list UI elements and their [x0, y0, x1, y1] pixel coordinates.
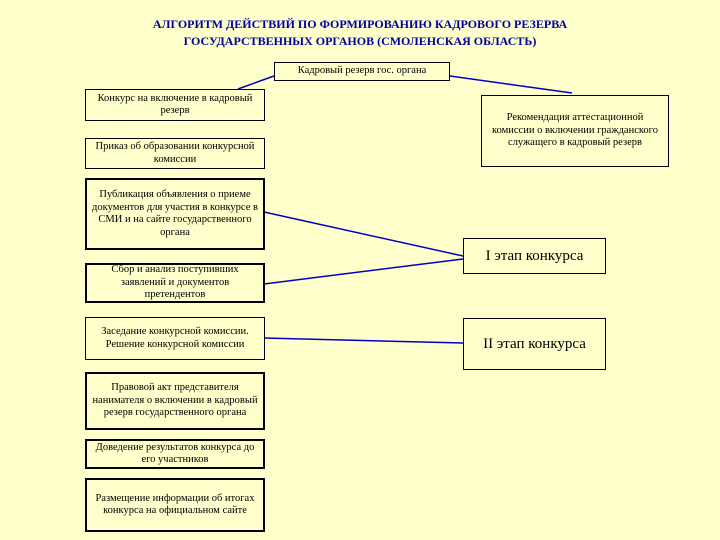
title-line-1: АЛГОРИТМ ДЕЙСТВИЙ ПО ФОРМИРОВАНИЮ КАДРОВ…: [152, 17, 568, 31]
connector-meeting-to-stage2: [263, 337, 464, 344]
connector-top-to-recommendation: [449, 75, 573, 94]
step-results-notice: Доведение результатов конкурса до его уч…: [85, 439, 265, 469]
step-commission-meeting: Заседание конкурсной комиссии. Решение к…: [85, 317, 265, 360]
step-contest: Конкурс на включение в кадровый резерв: [85, 89, 265, 121]
step-website-publication: Размещение информации об итогах конкурса…: [85, 478, 265, 532]
title-line-2: ГОСУДАРСТВЕННЫХ ОРГАНОВ (СМОЛЕНСКАЯ ОБЛА…: [183, 34, 537, 48]
step-documents-collection: Сбор и анализ поступивших заявлений и до…: [85, 263, 265, 303]
connector-publication-to-stage1: [263, 211, 464, 257]
connector-collection-to-stage1: [263, 258, 464, 285]
connector-top-to-contest: [237, 75, 275, 90]
stage-1-box: I этап конкурса: [463, 238, 606, 274]
page-title: АЛГОРИТМ ДЕЙСТВИЙ ПО ФОРМИРОВАНИЮ КАДРОВ…: [40, 16, 680, 50]
step-commission-order: Приказ об образовании конкурсной комисси…: [85, 138, 265, 169]
stage-2-box: II этап конкурса: [463, 318, 606, 370]
step-publication: Публикация объявления о приеме документо…: [85, 178, 265, 250]
recommendation-box: Рекомендация аттестационной комиссии о в…: [481, 95, 669, 167]
step-legal-act: Правовой акт представителя нанимателя о …: [85, 372, 265, 430]
top-node-cadre-reserve: Кадровый резерв гос. органа: [274, 62, 450, 81]
